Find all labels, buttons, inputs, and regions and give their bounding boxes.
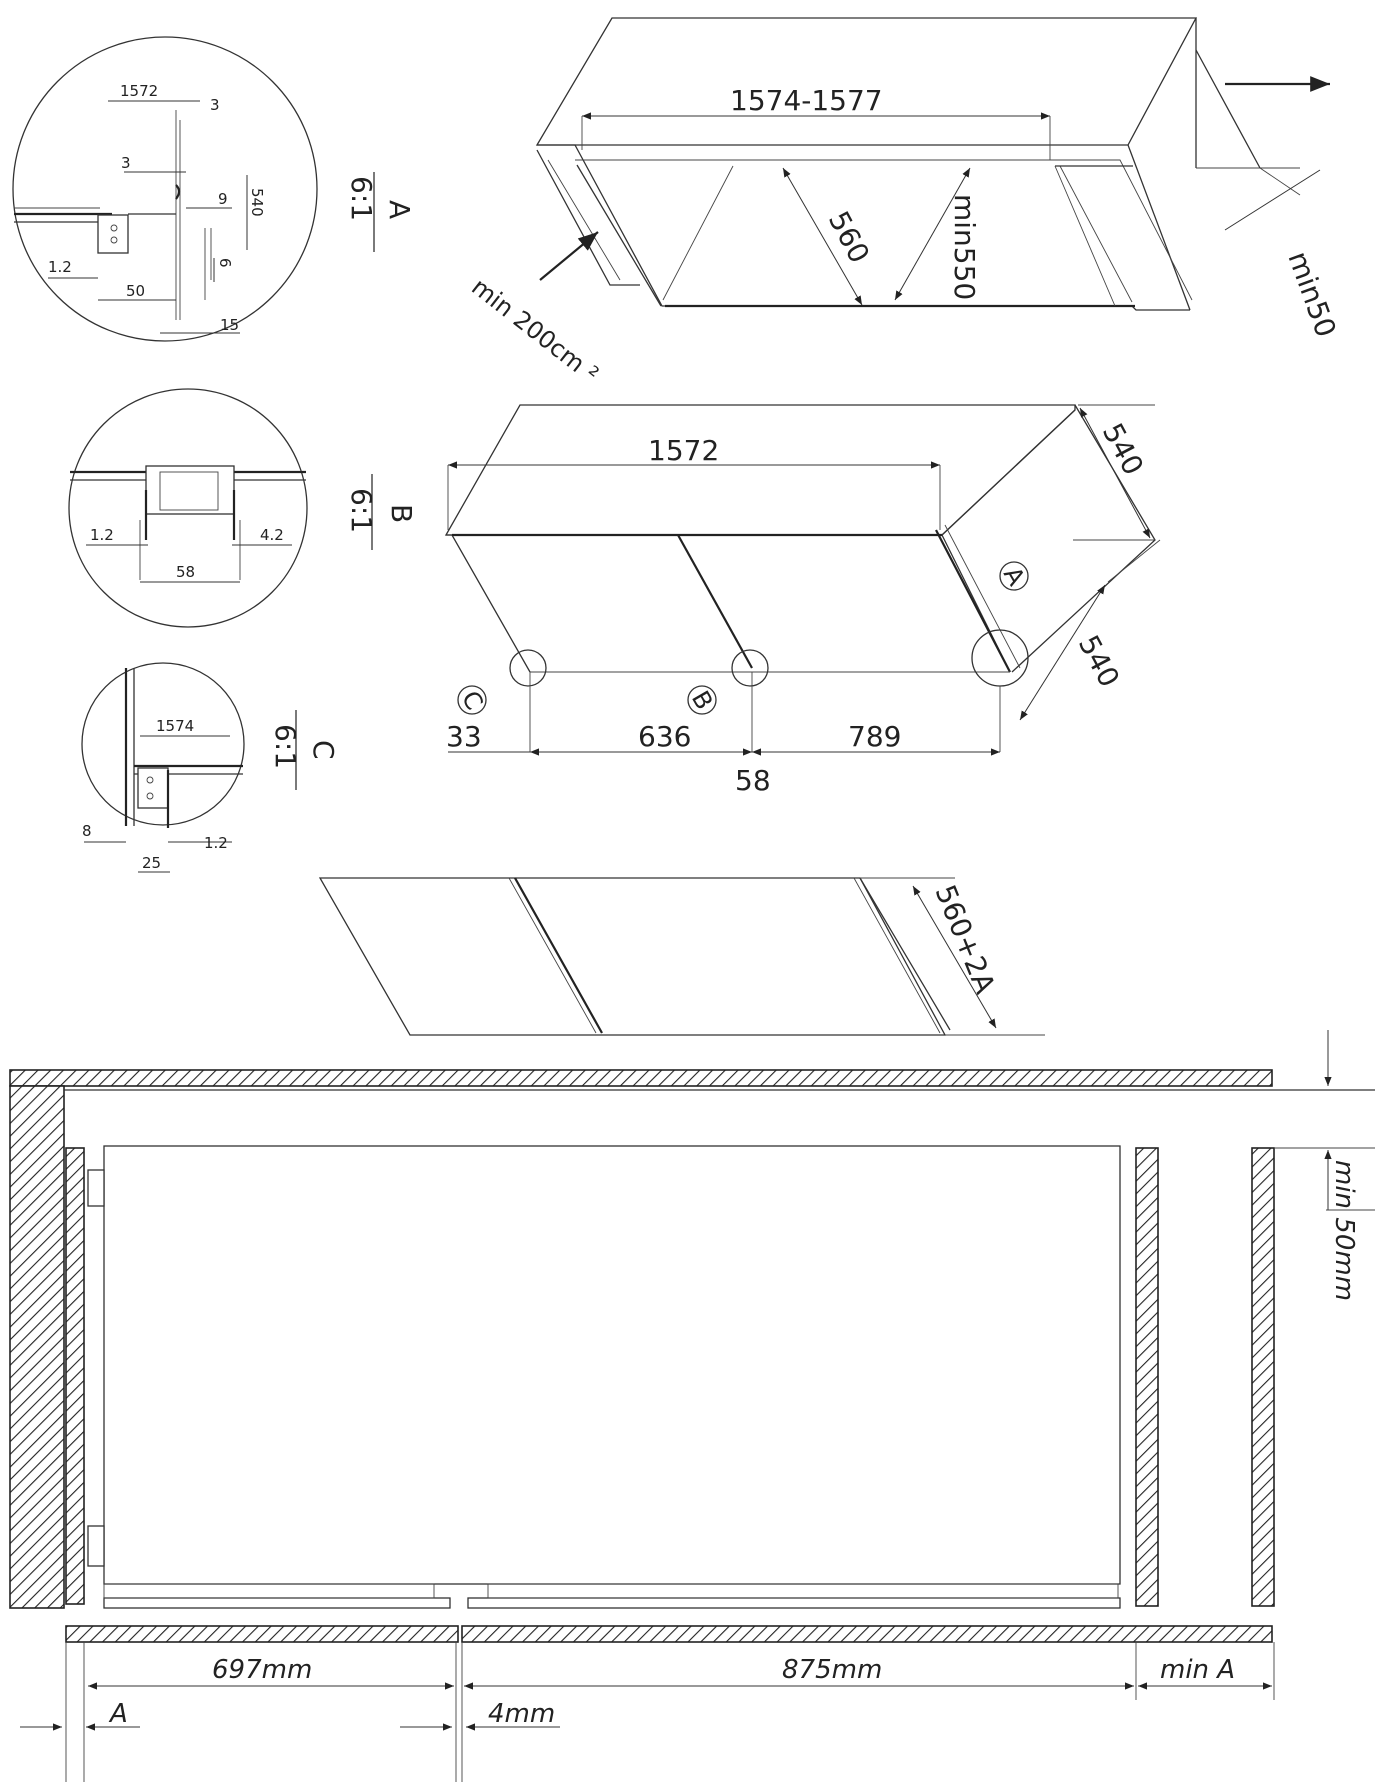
detail-a-title: A xyxy=(383,200,416,219)
appliance-dim-636: 636 xyxy=(638,720,691,753)
detail-a-label-9: 9 xyxy=(218,190,228,208)
appliance-width-label: 1572 xyxy=(648,434,719,467)
appliance-view: A B C 1572 540 540 33 636 789 58 xyxy=(444,404,1161,797)
detail-a-scale: 6:1 xyxy=(345,176,378,221)
detail-c-label-1574: 1574 xyxy=(156,717,194,735)
detail-a-label-540: 540 xyxy=(248,188,266,217)
door-depth-label: 560+2A xyxy=(929,880,1002,998)
plan-left-width: 697mm xyxy=(212,1655,312,1685)
partition-1 xyxy=(1135,1147,1159,1607)
detail-b-label-58: 58 xyxy=(176,563,195,581)
niche-vent-gap-label: min50 xyxy=(1281,247,1342,341)
appliance-dim-33: 33 xyxy=(446,720,482,753)
detail-c-label-8: 8 xyxy=(82,822,92,840)
detail-c-label-25: 25 xyxy=(142,854,161,872)
detail-a-hinge xyxy=(97,214,129,254)
plan-view: 697mm 875mm min A A 4mm min 50mm xyxy=(9,1030,1375,1782)
appliance-dim-789: 789 xyxy=(848,720,901,753)
appliance-dim-58: 58 xyxy=(735,764,771,797)
left-wall xyxy=(9,1085,65,1609)
plan-min-side: min A xyxy=(1160,1655,1235,1685)
plan-right-width: 875mm xyxy=(782,1655,882,1685)
niche-min-depth-label: min550 xyxy=(948,194,981,300)
detail-b-circle xyxy=(68,388,308,628)
door-left xyxy=(103,1597,451,1609)
detail-b-label-1-2: 1.2 xyxy=(90,526,114,544)
detail-b-hinge xyxy=(145,465,235,515)
callout-c-label: C xyxy=(456,686,489,715)
niche-view: 1574-1577 560 min550 min50 min 200cm ² xyxy=(466,17,1343,389)
plan-min-gap: min 50mm xyxy=(1329,1160,1359,1301)
callout-a-label: A xyxy=(998,562,1031,591)
callout-c-circle xyxy=(509,649,547,687)
detail-c-circle xyxy=(81,662,245,826)
vent-arrow xyxy=(539,231,599,281)
appliance-depth-label: 540 xyxy=(1096,418,1150,481)
door-right xyxy=(467,1597,1121,1609)
detail-a-label-15: 15 xyxy=(220,316,239,334)
callout-b-label: B xyxy=(686,686,718,714)
detail-a-label-50: 50 xyxy=(126,282,145,300)
detail-a-label-3a: 3 xyxy=(210,96,220,114)
niche-depth-label: 560 xyxy=(822,206,876,269)
appliance-height-label: 540 xyxy=(1072,630,1126,693)
front-panel-right xyxy=(461,1625,1273,1643)
detail-a-label-1572: 1572 xyxy=(120,82,158,100)
plan-offset-a: A xyxy=(108,1699,128,1729)
left-panel xyxy=(65,1147,85,1605)
detail-c-scale: 6:1 xyxy=(269,724,302,769)
door-view: 560+2A xyxy=(318,877,1045,1036)
detail-b-scale: 6:1 xyxy=(345,488,378,533)
detail-b: 1.2 4.2 58 B 6:1 xyxy=(68,388,418,628)
detail-b-title: B xyxy=(385,504,418,523)
back-wall xyxy=(9,1069,1273,1087)
front-panel-left xyxy=(65,1625,459,1643)
vent-area-label: min 200cm ² xyxy=(466,273,603,389)
detail-c-title: C xyxy=(307,740,340,760)
callout-a-circle xyxy=(971,629,1029,687)
detail-a-label-6: 6 xyxy=(216,258,234,268)
detail-a-circle xyxy=(12,36,318,342)
partition-2 xyxy=(1251,1147,1275,1607)
detail-c-label-1-2: 1.2 xyxy=(204,834,228,852)
plan-gap: 4mm xyxy=(488,1699,555,1729)
detail-c: 1574 8 1.2 25 C 6:1 xyxy=(81,662,340,873)
detail-a-label-3b: 3 xyxy=(121,154,131,172)
detail-a: 1572 3 3 540 9 1.2 50 6 15 A 6:1 xyxy=(12,36,416,342)
detail-a-label-1-2: 1.2 xyxy=(48,258,72,276)
detail-b-label-4-2: 4.2 xyxy=(260,526,284,544)
appliance-body xyxy=(103,1145,1121,1585)
callout-b-circle xyxy=(731,649,769,687)
niche-width-label: 1574-1577 xyxy=(730,84,883,117)
detail-c-hinge xyxy=(137,767,169,809)
